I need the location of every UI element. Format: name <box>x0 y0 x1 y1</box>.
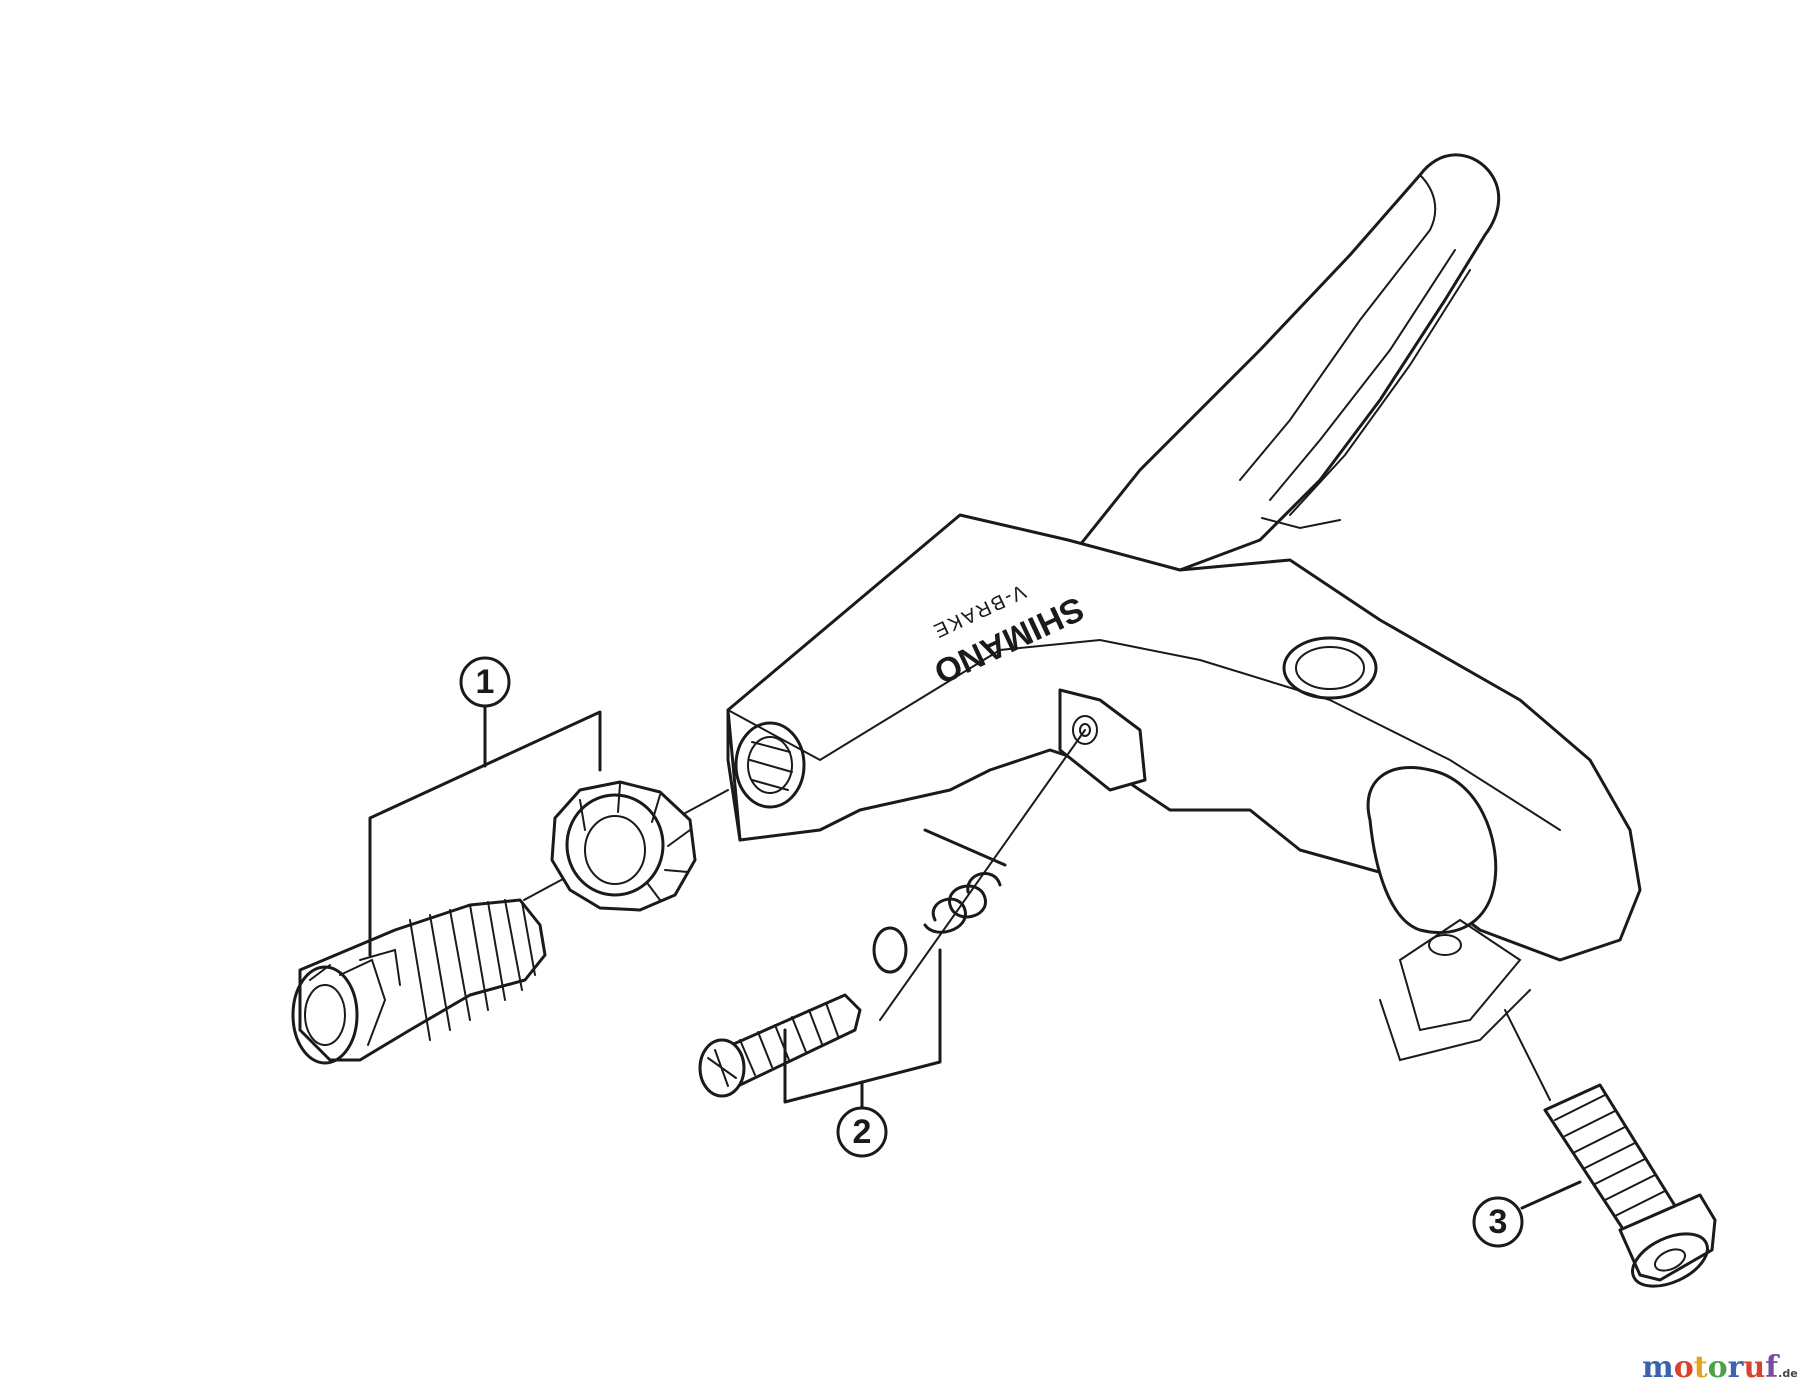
callout-1-number: 1 <box>476 663 495 701</box>
watermark-text: motoruf <box>1642 1350 1779 1385</box>
callout-2-number: 2 <box>853 1113 872 1151</box>
callout-3: 3 <box>1472 1180 1582 1248</box>
watermark-tld: .de <box>1778 1367 1798 1380</box>
callout-3-number: 3 <box>1489 1203 1508 1241</box>
callout-1: 1 <box>368 656 602 957</box>
part-3-clamp-bolt <box>1504 1009 1717 1288</box>
part-2-reach-screw <box>698 729 1086 1098</box>
callout-2: 2 <box>783 828 1007 1158</box>
motoruf-watermark: motoruf.de <box>1642 1350 1798 1385</box>
brake-lever-body <box>726 153 1642 1062</box>
part-1-cable-adjuster <box>291 780 729 1065</box>
